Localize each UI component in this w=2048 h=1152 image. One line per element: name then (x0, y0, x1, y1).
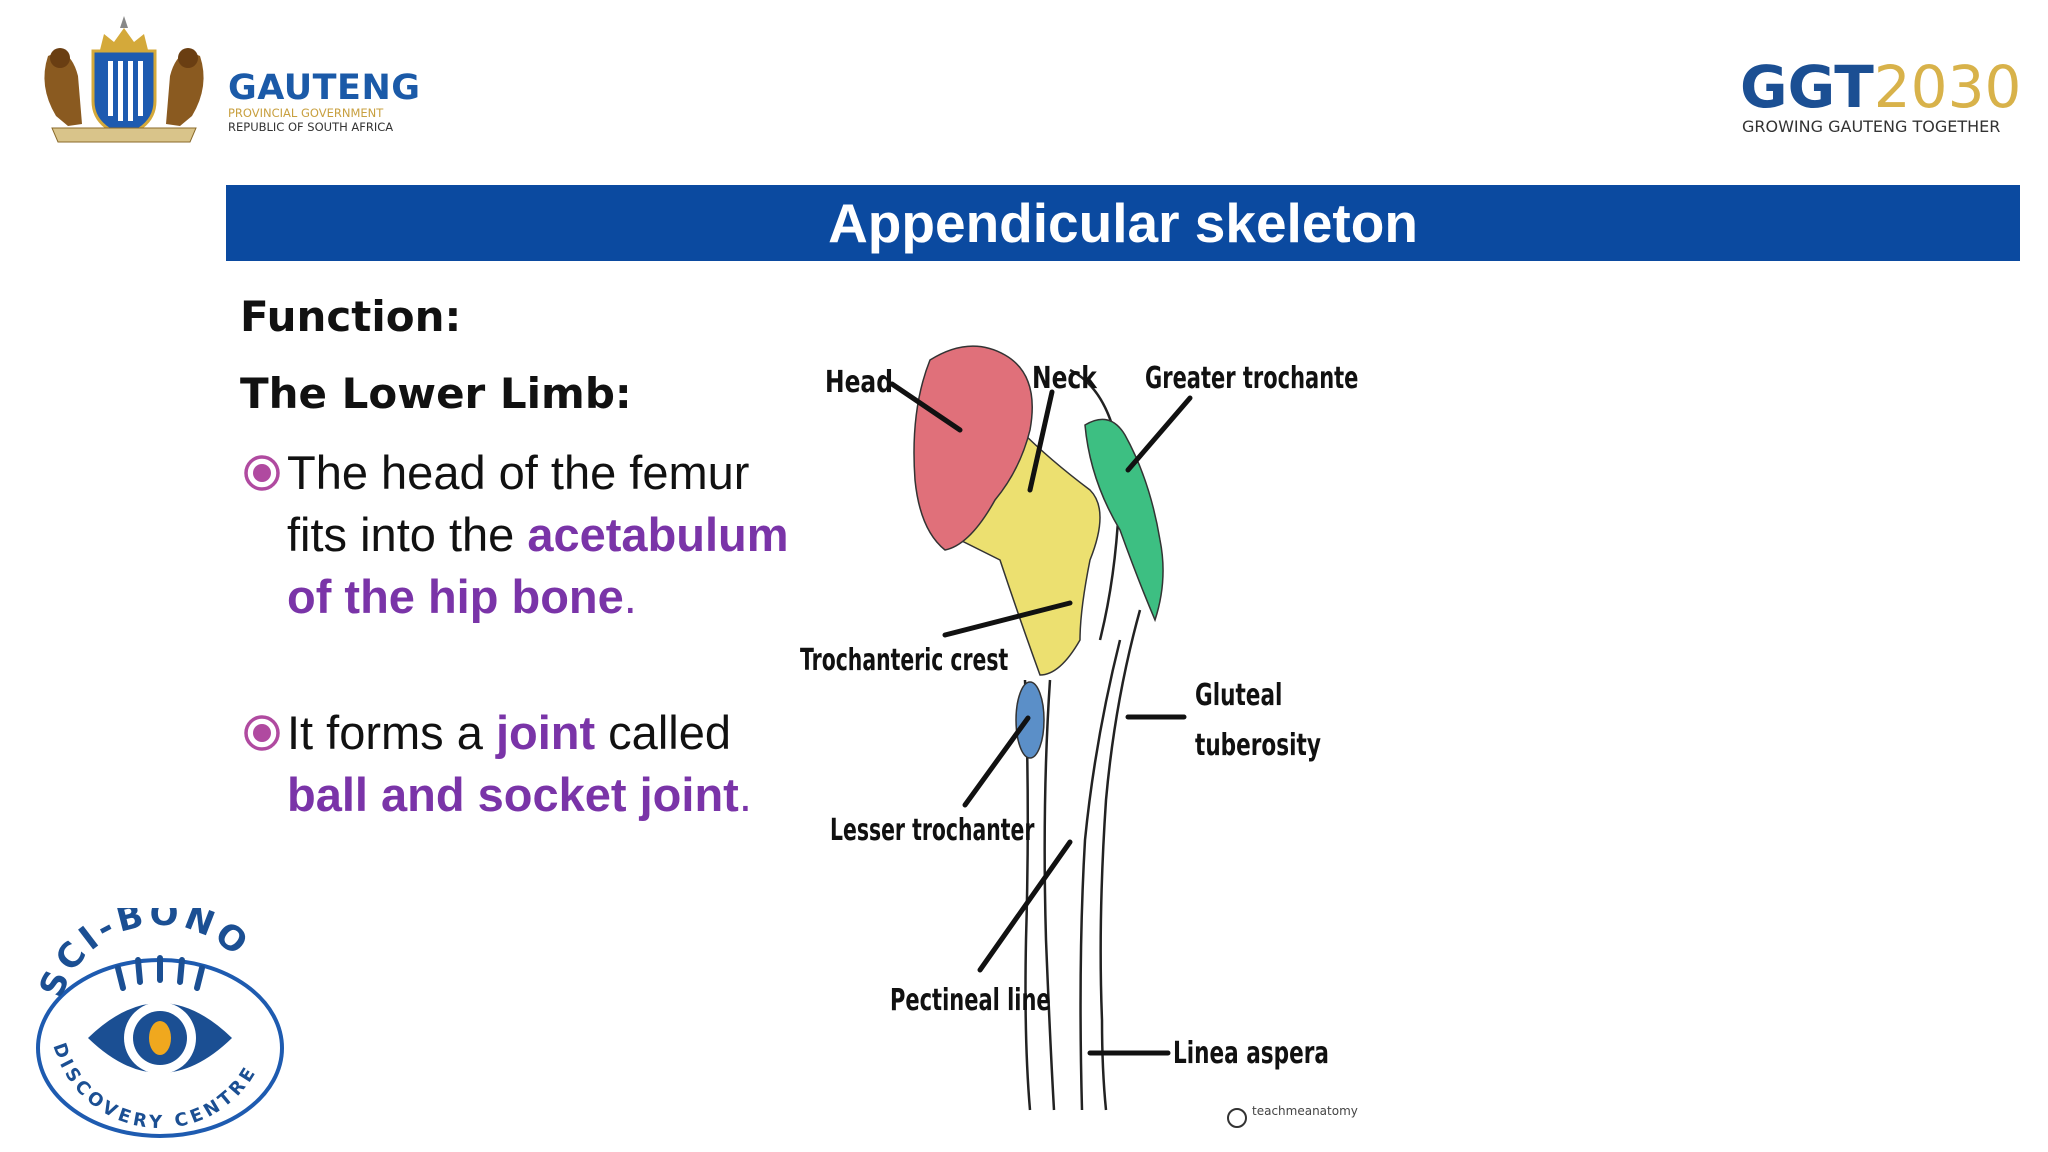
eye-icon (88, 1002, 232, 1074)
label-linea-aspera: Linea aspera (1173, 1037, 1329, 1071)
heading-function: Function: (240, 292, 462, 341)
bullet-icon (244, 715, 280, 751)
femur-head-region (913, 345, 1033, 551)
bullet-icon (244, 455, 280, 491)
coat-of-arms-icon (44, 16, 204, 143)
bullet-text: It forms a joint called ball and socket … (287, 702, 807, 826)
label-lesser-trochanter: Lesser trochanter (830, 813, 1035, 848)
label-greater-trochanter: Greater trochanter (1145, 361, 1360, 396)
heading-lower-limb: The Lower Limb: (240, 369, 632, 418)
label-trochanteric-crest: Trochanteric crest (800, 643, 1008, 678)
bullet-highlight: joint (495, 706, 596, 759)
ggt2030-wordmark: GGT2030 (1740, 55, 2021, 119)
ggt-tagline: GROWING GAUTENG TOGETHER (1742, 117, 2001, 136)
gauteng-government-logo: GAUTENG PROVINCIAL GOVERNMENT REPUBLIC O… (38, 16, 428, 146)
label-head: Head (825, 365, 893, 400)
label-pectineal-line: Pectineal line (890, 983, 1051, 1018)
slide-title: Appendicular skeleton (828, 192, 1418, 254)
credit-text: teachmeanatomy (1252, 1104, 1358, 1118)
lesser-trochanter-region (1015, 681, 1045, 759)
gauteng-subtitle: PROVINCIAL GOVERNMENT (228, 106, 384, 120)
label-tuberosity: tuberosity (1195, 729, 1321, 763)
label-neck: Neck (1032, 361, 1098, 396)
title-bar: Appendicular skeleton (226, 185, 2020, 261)
label-gluteal: Gluteal (1195, 679, 1282, 713)
scibono-logo: SCI-BONO DISCOVERY CENTRE (32, 908, 284, 1138)
ggt-prefix: GGT (1740, 53, 1874, 121)
leader-lines (889, 381, 1193, 1056)
bullet-text-part: The head of the femur fits into the (287, 446, 750, 561)
bullet-highlight: ball and socket joint (287, 768, 739, 821)
bullet-text: The head of the femur fits into the acet… (287, 442, 807, 628)
greater-trochanter-region (1084, 418, 1164, 623)
bullet-text-part: . (738, 768, 752, 821)
bullet-highlight: acetabulum of the hip bone (287, 508, 789, 623)
bullet-text-part: . (623, 570, 637, 623)
gauteng-name: GAUTENG (228, 68, 421, 108)
femur-diagram: Head Neck Greater trochanter Trochanteri… (800, 345, 1360, 1128)
ggt-year: 2030 (1873, 53, 2022, 121)
ggt2030-logo: GGT2030 GROWING GAUTENG TOGETHER (1740, 55, 2021, 136)
eye-rays (115, 955, 205, 991)
gauteng-country: REPUBLIC OF SOUTH AFRICA (228, 120, 394, 134)
bullet-text-part: called (595, 706, 731, 759)
bullet-text-part: It forms a (287, 706, 496, 759)
copyright-icon (1227, 1108, 1247, 1128)
